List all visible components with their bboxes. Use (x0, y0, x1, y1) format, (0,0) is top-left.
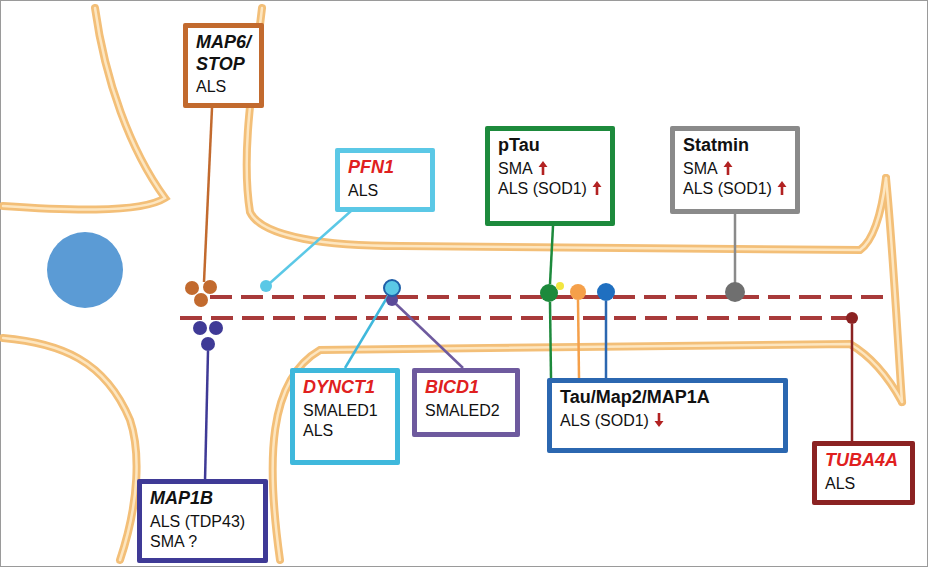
box-body-row: SMALED2 (425, 401, 507, 421)
gene-name: Statmin (683, 135, 749, 155)
box-heading-row: PFN1 (348, 157, 422, 179)
disease-label: ALS (303, 422, 333, 439)
box-heading-row: MAP6/ STOP (196, 32, 251, 75)
up-arrow-symbol (538, 160, 548, 176)
gene-name: PFN1 (348, 157, 394, 177)
box-body-row: SMALED1 (303, 401, 387, 421)
disease-label: ALS (SOD1) (498, 180, 587, 197)
box-heading-row: DYNCT1 (303, 377, 387, 399)
box-heading-row: MAP1B (150, 488, 255, 510)
label-box: BICD1SMALED2 (412, 368, 520, 437)
box-body-row: SMA ? (150, 532, 255, 552)
gene-name: BICD1 (425, 377, 479, 397)
box-heading-row: Statmin (683, 135, 787, 157)
up-arrow-symbol (592, 180, 602, 196)
disease-label: SMA (498, 160, 533, 177)
box-body-row: SMA (683, 159, 787, 179)
label-box: MAP6/ STOP ALS (183, 23, 264, 108)
cell-outline (3, 8, 902, 560)
box-body-row: ALS (SOD1) (560, 411, 775, 431)
up-arrow-symbol (777, 180, 787, 196)
label-box: pTauSMA ALS (SOD1) (485, 126, 615, 226)
nucleus (47, 232, 123, 308)
box-body-row: ALS (348, 181, 422, 201)
microtubule (180, 297, 885, 318)
down-arrow-symbol (654, 412, 664, 428)
box-body-row: ALS (825, 474, 902, 494)
gene-name: MAP1B (150, 488, 213, 508)
label-box: Tau/Map2/MAP1A ALS (SOD1) (547, 378, 788, 453)
label-box: StatminSMA ALS (SOD1) (670, 126, 800, 214)
disease-label: ALS (825, 475, 855, 492)
gene-name: TUBA4A (825, 450, 898, 470)
disease-label: SMALED2 (425, 402, 500, 419)
gene-name: DYNCT1 (303, 377, 375, 397)
box-body-row: ALS (SOD1) (498, 179, 602, 199)
up-arrow-symbol (723, 160, 733, 176)
box-heading-row: Tau/Map2/MAP1A (560, 387, 775, 409)
box-heading-row: pTau (498, 135, 602, 157)
disease-label: ALS (SOD1) (560, 412, 649, 429)
disease-label: SMALED1 (303, 402, 378, 419)
disease-label: SMA ? (150, 533, 197, 550)
disease-label: ALS (196, 78, 226, 95)
gene-name: pTau (498, 135, 540, 155)
box-body-row: SMA (498, 159, 602, 179)
label-box: PFN1ALS (335, 148, 435, 212)
disease-label: ALS (TDP43) (150, 513, 245, 530)
protein-dots (185, 280, 858, 351)
label-box: DYNCT1SMALED1ALS (290, 368, 400, 465)
label-box: TUBA4A ALS (812, 441, 915, 505)
box-body-row: ALS (303, 421, 387, 441)
label-box: MAP1B ALS (TDP43) SMA ? (137, 479, 268, 563)
leader-lines (204, 108, 852, 481)
box-heading-row: BICD1 (425, 377, 507, 399)
box-body-row: ALS (196, 77, 251, 97)
gene-name: Tau/Map2/MAP1A (560, 387, 710, 407)
box-heading-row: TUBA4A (825, 450, 902, 472)
box-body-row: ALS (SOD1) (683, 179, 787, 199)
box-body-row: ALS (TDP43) (150, 512, 255, 532)
disease-label: SMA (683, 160, 718, 177)
disease-label: ALS (SOD1) (683, 180, 772, 197)
gene-name: MAP6/ STOP (196, 32, 251, 74)
disease-label: ALS (348, 182, 378, 199)
